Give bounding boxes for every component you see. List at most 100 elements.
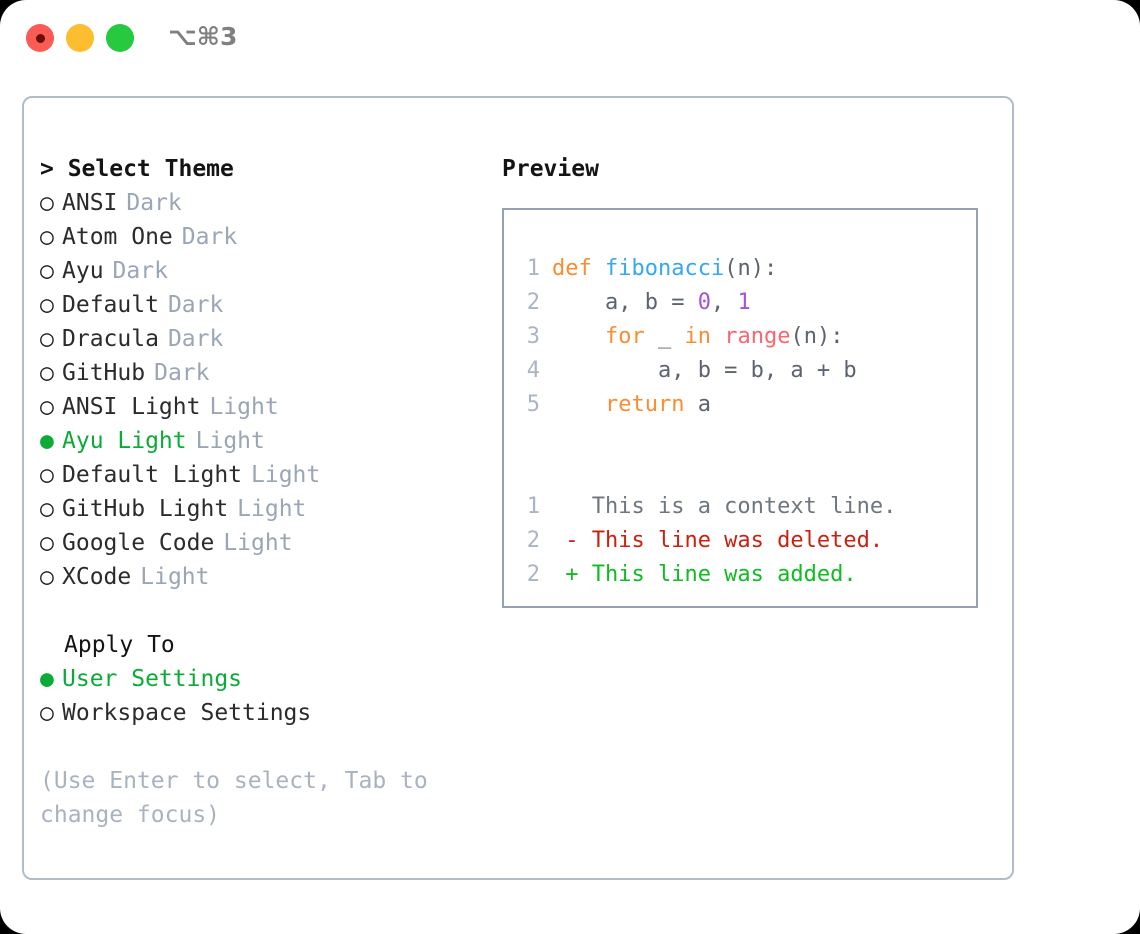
apply-to-heading: Apply To <box>64 632 175 658</box>
theme-option-label: GitHub Light <box>62 496 229 522</box>
line-number: 4 <box>526 358 540 383</box>
theme-option-label: GitHub <box>62 360 146 386</box>
radio-unselected-icon: ○ <box>40 564 54 590</box>
theme-option-label: Ayu <box>62 258 104 284</box>
theme-option-label: Dracula <box>62 326 159 352</box>
radio-unselected-icon: ○ <box>40 530 54 556</box>
close-button[interactable] <box>26 24 54 52</box>
code-token <box>592 256 605 281</box>
code-token: in <box>684 324 711 349</box>
code-token: _ <box>644 324 685 349</box>
theme-option-tag: Light <box>195 428 265 454</box>
theme-option-ansi[interactable]: ○ ANSI Dark <box>40 186 470 220</box>
code-token: range <box>724 324 791 349</box>
diff-text: + This line was added. <box>552 562 857 587</box>
code-line: 3 for _ in range(n): <box>518 320 976 354</box>
code-token: 1 <box>737 290 751 315</box>
radio-unselected-icon: ○ <box>40 190 54 216</box>
radio-unselected-icon: ○ <box>40 326 54 352</box>
spacer <box>40 594 470 628</box>
theme-option-tag: Dark <box>181 224 238 250</box>
theme-option-ayu-light[interactable]: ● Ayu Light Light <box>40 424 470 458</box>
code-line: 4 a, b = b, a + b <box>518 354 976 388</box>
code-token <box>711 324 724 349</box>
code-token <box>552 392 605 417</box>
diff-line: 1 This is a context line. <box>518 490 976 524</box>
apply-to-option-label: Workspace Settings <box>62 700 312 726</box>
theme-option-ansi-light[interactable]: ○ ANSI Light Light <box>40 390 470 424</box>
code-token: def <box>552 256 592 281</box>
minimize-button[interactable] <box>66 24 94 52</box>
code-token: return <box>604 392 685 417</box>
apply-to-option-workspace-settings[interactable]: ○ Workspace Settings <box>40 696 470 730</box>
keyboard-shortcut-label: ⌥⌘3 <box>168 22 238 51</box>
radio-unselected-icon: ○ <box>40 462 54 488</box>
theme-option-tag: Light <box>209 394 279 420</box>
theme-option-tag: Light <box>140 564 210 590</box>
code-token: (n): <box>790 324 844 349</box>
theme-option-label: Google Code <box>62 530 215 556</box>
theme-option-tag: Dark <box>126 190 182 216</box>
theme-option-tag: Dark <box>167 292 224 318</box>
theme-option-tag: Dark <box>154 360 210 386</box>
radio-unselected-icon: ○ <box>40 700 54 726</box>
select-theme-title: > Select Theme <box>40 156 234 182</box>
zoom-button[interactable] <box>106 24 134 52</box>
theme-option-tag: Light <box>223 530 293 556</box>
radio-selected-icon: ● <box>40 428 54 454</box>
theme-option-label: ANSI Light <box>62 394 201 420</box>
diff-sample: 1 This is a context line.2 - This line w… <box>518 490 976 592</box>
spacer <box>518 456 976 490</box>
theme-option-xcode[interactable]: ○ XCode Light <box>40 560 470 594</box>
code-token: a, b = b, a + b <box>552 358 857 383</box>
line-number: 2 <box>526 528 540 553</box>
code-token: a, b = <box>552 290 698 315</box>
code-token: , <box>710 290 738 315</box>
theme-option-tag: Dark <box>112 258 168 284</box>
line-number: 1 <box>526 256 540 281</box>
diff-text: This is a context line. <box>552 494 897 519</box>
apply-to-option-list: ●User Settings ○ Workspace Settings <box>40 662 470 730</box>
code-token: (n): <box>724 256 778 281</box>
code-line: 5 return a <box>518 388 976 422</box>
diff-line: 2 + This line was added. <box>518 558 976 592</box>
theme-option-label: Atom One <box>62 224 173 250</box>
line-number: 5 <box>526 392 540 417</box>
diff-text: - This line was deleted. <box>552 528 884 553</box>
code-token: for <box>604 324 645 349</box>
line-number: 2 <box>526 562 540 587</box>
code-token <box>552 324 605 349</box>
theme-option-google-code[interactable]: ○ Google Code Light <box>40 526 470 560</box>
line-number: 3 <box>526 324 540 349</box>
theme-option-atom-one[interactable]: ○ Atom One Dark <box>40 220 470 254</box>
radio-unselected-icon: ○ <box>40 292 54 318</box>
apply-to-option-label: User Settings <box>62 666 243 692</box>
radio-unselected-icon: ○ <box>40 394 54 420</box>
apply-to-option-user-settings[interactable]: ●User Settings <box>40 662 470 696</box>
line-number: 1 <box>526 494 540 519</box>
keyboard-hint: (Use Enter to select, Tab to change focu… <box>40 768 428 828</box>
theme-option-label: XCode <box>62 564 132 590</box>
radio-unselected-icon: ○ <box>40 224 54 250</box>
diff-line: 2 - This line was deleted. <box>518 524 976 558</box>
code-token: 0 <box>697 290 711 315</box>
record-dot-icon <box>35 33 45 43</box>
theme-option-label: ANSI <box>62 190 118 216</box>
theme-option-tag: Dark <box>167 326 224 352</box>
theme-option-label: Default Light <box>62 462 243 488</box>
theme-option-label: Ayu Light <box>62 428 187 454</box>
theme-option-dracula[interactable]: ○ Dracula Dark <box>40 322 470 356</box>
radio-unselected-icon: ○ <box>40 496 54 522</box>
